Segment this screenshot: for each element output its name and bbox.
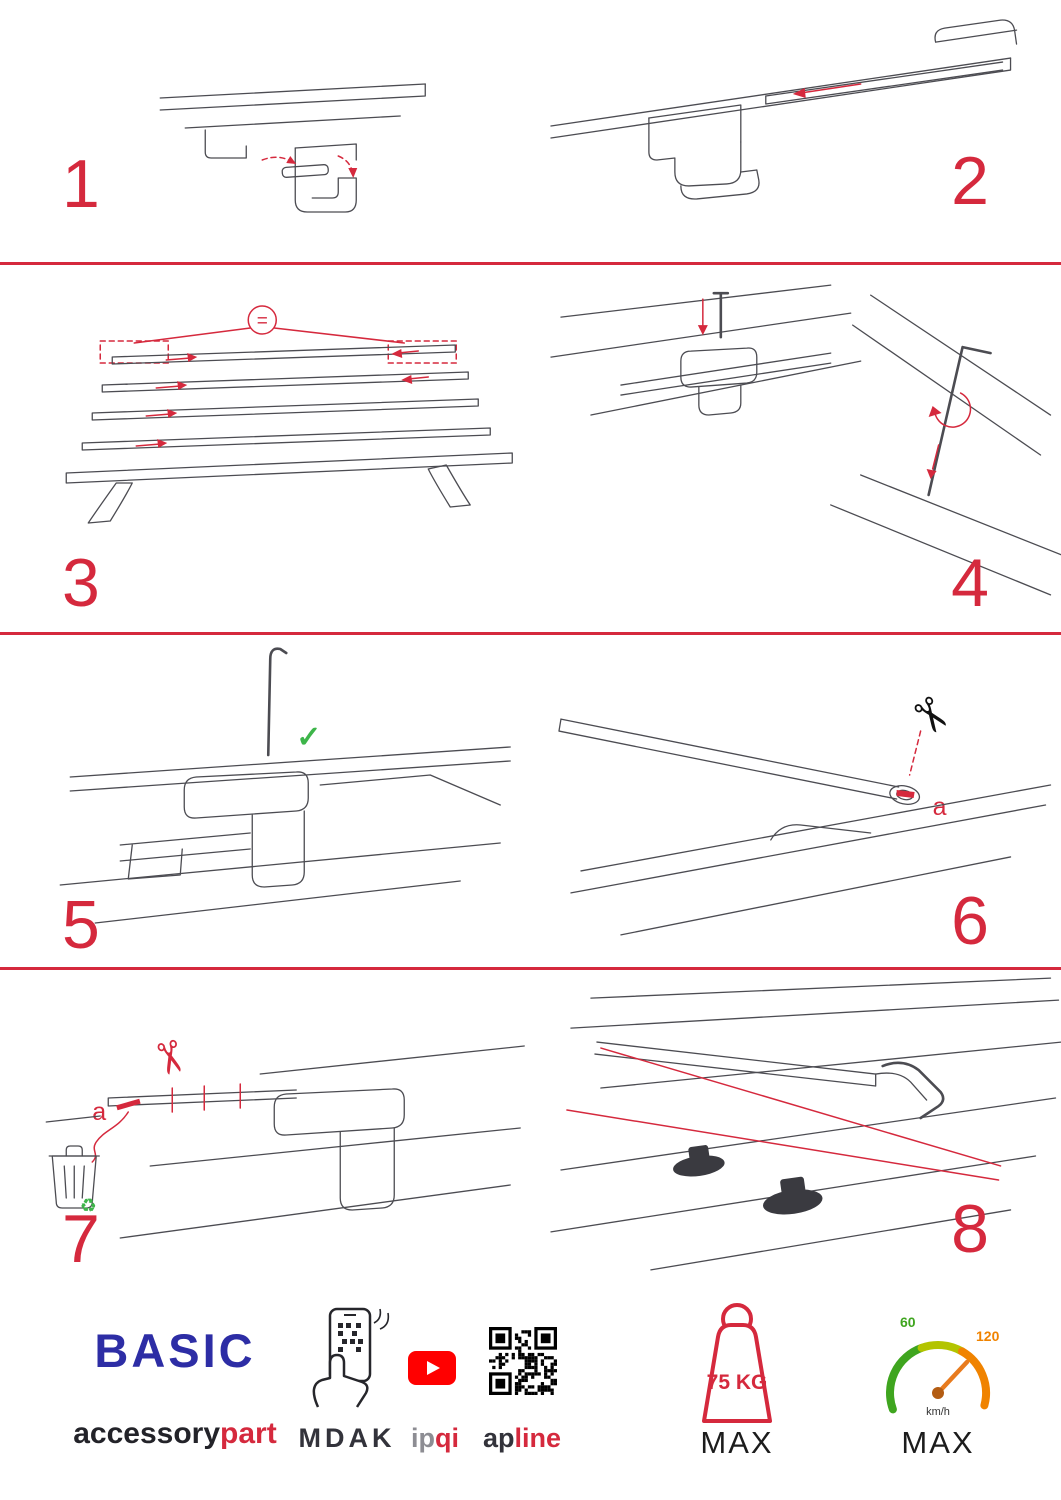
step-number-3: 3 xyxy=(62,545,100,621)
speedometer-icon: 60 120 km/h xyxy=(886,1314,1000,1418)
step-number-6: 6 xyxy=(951,883,989,959)
step-number-8: 8 xyxy=(951,1191,989,1267)
step-row-1: 1 2 xyxy=(0,0,1061,262)
speed-unit: km/h xyxy=(926,1406,950,1418)
step-row-4: ✂ a ♻ 7 xyxy=(0,970,1061,1285)
step-number-7: 7 xyxy=(62,1201,100,1277)
step-number-1: 1 xyxy=(62,146,100,222)
section-divider-3 xyxy=(0,967,1061,970)
recycle-icon: ♻ xyxy=(80,1196,97,1217)
step-panel-4: 4 xyxy=(531,265,1061,632)
step-8-illustration xyxy=(549,977,1061,1271)
logo-ipqi-gray: ip xyxy=(411,1423,435,1453)
step-panel-3: = 3 xyxy=(0,265,531,632)
weight-value: 75 KG xyxy=(707,1371,768,1394)
scissors-icon-red: ✂ xyxy=(141,1034,198,1082)
step-panel-6: ✂ a 6 xyxy=(531,635,1061,967)
step-panel-7: ✂ a ♻ 7 xyxy=(0,970,531,1285)
step-5-illustration: ✓ xyxy=(59,647,511,924)
speed-tick-low: 60 xyxy=(900,1314,916,1330)
step-panel-8: 8 xyxy=(531,970,1061,1285)
equal-sign: = xyxy=(257,311,268,332)
step-number-5: 5 xyxy=(62,887,100,963)
weight-max-label: MAX xyxy=(700,1425,774,1460)
step-panel-1: 1 xyxy=(0,0,531,262)
step-panel-2: 2 xyxy=(531,0,1061,262)
weight-limit-icon: 75 KG xyxy=(702,1303,772,1423)
clamp-knob-1 xyxy=(672,1145,725,1177)
speed-max-label: MAX xyxy=(901,1425,975,1460)
step-number-4: 4 xyxy=(951,545,989,621)
footer: BASIC accessorypart MDAK ipqi apline xyxy=(0,1285,1061,1500)
equal-badge: = xyxy=(247,305,277,335)
section-divider-1 xyxy=(0,262,1061,265)
step-number-2: 2 xyxy=(951,143,989,219)
cut-label-a-step7: a xyxy=(92,1098,106,1126)
logo-mdak: MDAK xyxy=(298,1423,396,1453)
step-4-illustration xyxy=(549,284,1061,596)
trash-icon xyxy=(48,1145,100,1209)
step-7-illustration: ✂ a ♻ xyxy=(45,1034,525,1239)
youtube-icon xyxy=(408,1351,456,1385)
step-6-illustration: ✂ a xyxy=(557,685,1051,936)
clamp-knob-2 xyxy=(762,1176,822,1215)
logo-apline-red: line xyxy=(514,1423,562,1453)
phone-qr-icon xyxy=(312,1307,390,1408)
logo-apline: apline xyxy=(462,1423,582,1454)
logo-apline-dark: ap xyxy=(482,1423,515,1453)
step-row-2: = 3 xyxy=(0,265,1061,632)
step-1-illustration xyxy=(159,83,426,213)
checkmark-icon: ✓ xyxy=(296,721,321,754)
step-panel-5: ✓ 5 xyxy=(0,635,531,967)
cut-label-a-step6: a xyxy=(932,793,946,821)
section-divider-2 xyxy=(0,632,1061,635)
logo-ipqi: ipqi xyxy=(400,1423,470,1454)
qr-code-icon xyxy=(489,1327,557,1395)
speed-tick-high: 120 xyxy=(976,1328,1000,1344)
brand-part-text: part xyxy=(220,1417,277,1450)
step-2-illustration xyxy=(549,19,1017,200)
logo-ipqi-red: qi xyxy=(435,1423,459,1453)
step-row-3: ✓ 5 ✂ a xyxy=(0,635,1061,967)
brand-accessory-text: accessory xyxy=(73,1417,221,1450)
brand-accessorypart: accessorypart xyxy=(52,1417,298,1451)
step-3-illustration: = xyxy=(65,305,513,524)
scissors-icon: ✂ xyxy=(898,685,963,746)
brand-basic: BASIC xyxy=(94,1324,256,1377)
